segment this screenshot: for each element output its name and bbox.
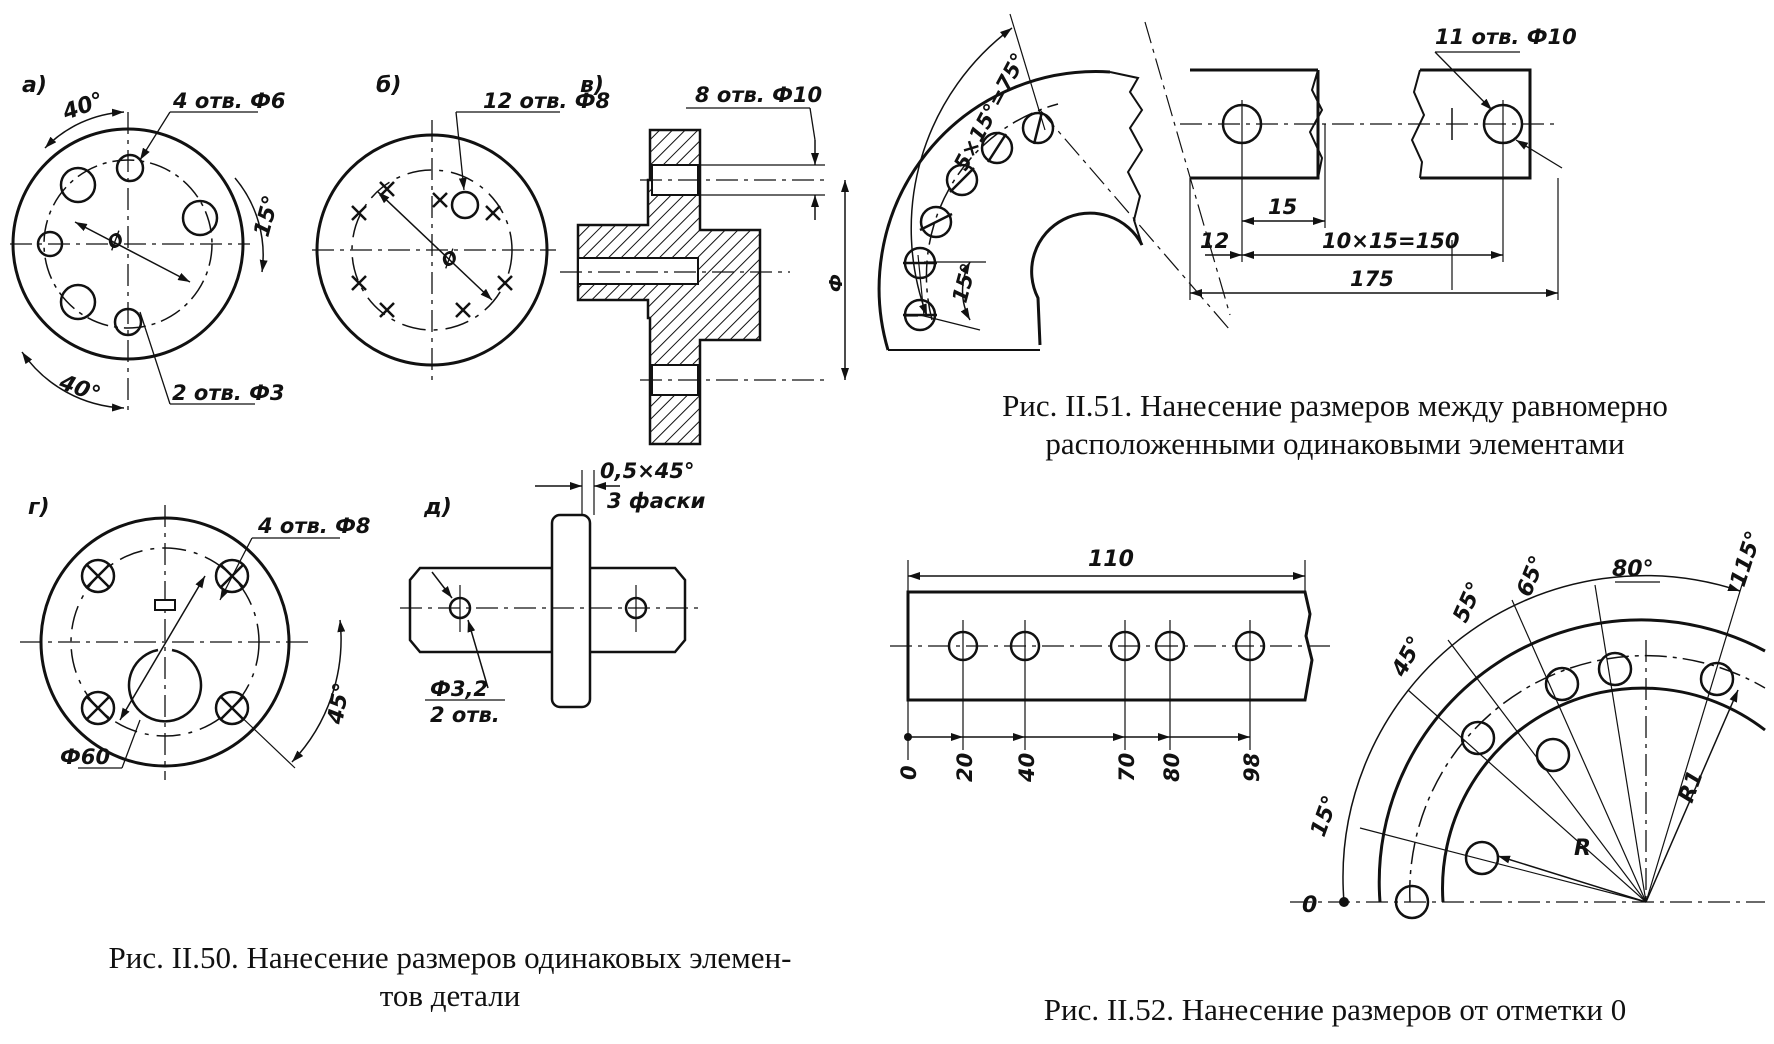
fig52-mark-98: 98 [1240,753,1264,782]
fig50-a-diameter: Ø [103,228,129,255]
fig51-arc-total-label: 5×15°=75° [949,49,1031,174]
fig50-a-label: а) [22,73,47,98]
fig51-arc-part: 5×15°=75° 15° [877,13,1231,351]
fig50-d-hole-diameter: Ф3,2 [430,677,488,701]
fig50-b-label: б) [376,73,401,98]
fig52-mark-20: 20 [953,753,977,782]
fig50-d-chamfer-label: 0,5×45° [600,459,695,483]
fig52-linear-plate: 110 0 20 40 70 80 98 [890,547,1330,783]
fig50-g-diameter: Ф60 [60,745,110,769]
fig50-a-angle-bottom: 40° [55,370,104,408]
fig50-d-shaft: д) 0,5×45° 3 фаски Ф3,2 2 отв. [400,459,706,727]
fig50-g-label: г) [28,495,50,520]
fig52-angle-15: 15° [1306,792,1344,840]
fig52-mark-40: 40 [1015,753,1039,783]
fig52-radius-label: R [1574,836,1591,861]
fig52-angular-part: 0 15° 45° 55° 65° 80° 115° R R1 [1290,528,1767,920]
fig50-v-label: в) [580,73,604,98]
fig50-d-chamfer-count: 3 фаски [607,489,706,513]
fig50-g-disk: г) 4 отв. Ф8 45° Ф60 [20,495,371,780]
fig52-angle-0: 0 [1302,893,1317,918]
caption-fig52: Рис. II.52. Нанесение размеров от отметк… [1043,992,1627,1027]
fig50-d-hole-count: 2 отв. [430,703,500,727]
fig50-a-flange: а) 40° 40° 4 отв. Ф6 2 отв. Ф3 15° Ø [10,73,286,412]
fig52-angle-55: 55° [1449,578,1489,626]
fig51-holes-label: 11 отв. Ф10 [1435,25,1577,49]
fig50-a-holes-small-label: 2 отв. Ф3 [172,381,285,405]
fig50-v-flange-section: в) 8 отв. Ф10 Ф [560,73,849,446]
fig50-v-holes-label: 8 отв. Ф10 [695,83,822,107]
fig52-radius-outer-label: R1 [1674,767,1709,806]
fig51-strip-part: 11 отв. Ф10 15 12 10×15=150 175 [1180,25,1577,300]
fig51-arc-step-label: 15° [948,261,981,306]
fig50-a-holes-large-label: 4 отв. Ф6 [172,89,286,113]
fig50-d-label: д) [423,495,452,520]
fig51-dim-15: 15 [1268,195,1297,219]
fig51-dim-12: 12 [1200,229,1229,253]
caption-fig50-line1: Рис. II.50. Нанесение размеров одинаковы… [108,940,792,975]
fig50-b-holes-label: 12 отв. Ф8 [483,89,610,113]
fig52-mark-70: 70 [1115,753,1139,782]
fig50-a-angle-right: 15° [250,193,285,240]
fig50-v-diameter: Ф [826,274,847,292]
caption-fig51-line1: Рис. II.51. Нанесение размеров между рав… [1002,388,1668,423]
fig50-a-angle-top: 40° [59,88,108,126]
fig52-mark-80: 80 [1160,753,1184,782]
fig51-dim-pitch: 10×15=150 [1322,229,1459,253]
fig50-a-holes [36,153,219,337]
fig52-angle-115: 115° [1726,528,1767,590]
fig50-g-angle: 45° [323,681,355,727]
fig51-dim-total: 175 [1350,267,1394,291]
caption-fig51-line2: расположенными одинаковыми элементами [1045,426,1625,461]
fig50-b-disk: б) 12 отв. Ф8 Ø [312,73,610,380]
fig52-angle-80: 80° [1612,557,1654,582]
fig50-g-holes-label: 4 отв. Ф8 [257,514,371,538]
fig52-mark-0: 0 [897,765,921,780]
fig52-plate-length: 110 [1088,547,1134,572]
caption-fig50-line2: тов детали [379,978,521,1013]
